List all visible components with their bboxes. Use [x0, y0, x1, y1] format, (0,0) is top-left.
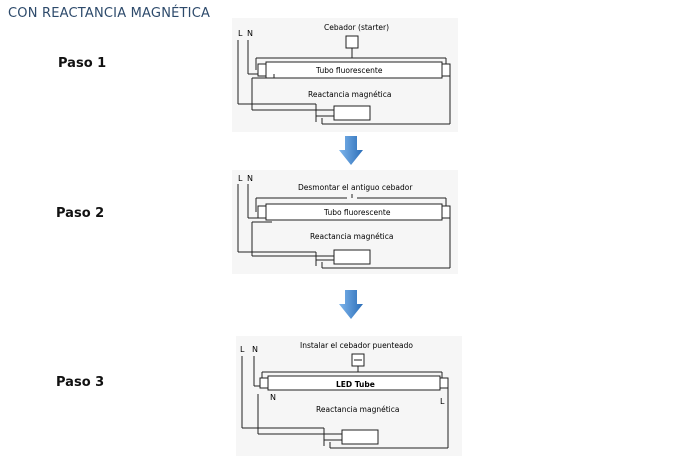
ballast-label: Reactancia magnética — [310, 232, 393, 241]
starter-label: Cebador (starter) — [324, 23, 389, 32]
starter-box — [345, 35, 359, 49]
wiring-svg-step-2: L N Desmontar el antiguo cebador Tubo fl… — [237, 174, 451, 269]
down-arrow-icon — [339, 290, 363, 319]
label-L: L — [238, 29, 243, 38]
tube-label: Tubo fluorescente — [323, 208, 391, 217]
tube-end-N-label: N — [270, 393, 276, 402]
step-2-label: Paso 2 — [56, 206, 105, 221]
label-N: N — [252, 345, 258, 354]
ballast-label: Reactancia magnética — [316, 405, 399, 414]
bridged-starter-label: Instalar el cebador puenteado — [300, 341, 413, 350]
page-title: CON REACTANCIA MAGNÉTICA — [8, 6, 211, 21]
ballast-box — [333, 249, 371, 265]
wiring-svg-step-1: L N Cebador (starter) Tubo fluorescente … — [237, 23, 451, 125]
label-L: L — [238, 174, 243, 183]
led-tube-label: LED Tube — [336, 380, 375, 389]
ballast-label: Reactancia magnética — [308, 90, 391, 99]
wiring-diagram-step-1: L N Cebador (starter) Tubo fluorescente … — [232, 18, 458, 132]
down-arrow-icon — [339, 136, 363, 165]
tube-end-L-label: L — [440, 397, 445, 406]
wiring-svg-step-3: L N Instalar el cebador puenteado LED Tu… — [240, 341, 449, 449]
wiring-diagram-step-2: L N Desmontar el antiguo cebador Tubo fl… — [232, 170, 458, 274]
step-1-label: Paso 1 — [58, 56, 107, 71]
step-3-label: Paso 3 — [56, 375, 105, 390]
tube-label: Tubo fluorescente — [315, 66, 383, 75]
label-N: N — [247, 29, 253, 38]
label-N: N — [247, 174, 253, 183]
label-L: L — [240, 345, 245, 354]
wiring-diagram-step-3: L N Instalar el cebador puenteado LED Tu… — [236, 336, 462, 456]
remove-starter-label: Desmontar el antiguo cebador — [298, 183, 413, 192]
ballast-box — [333, 105, 371, 121]
ballast-box — [341, 429, 379, 445]
